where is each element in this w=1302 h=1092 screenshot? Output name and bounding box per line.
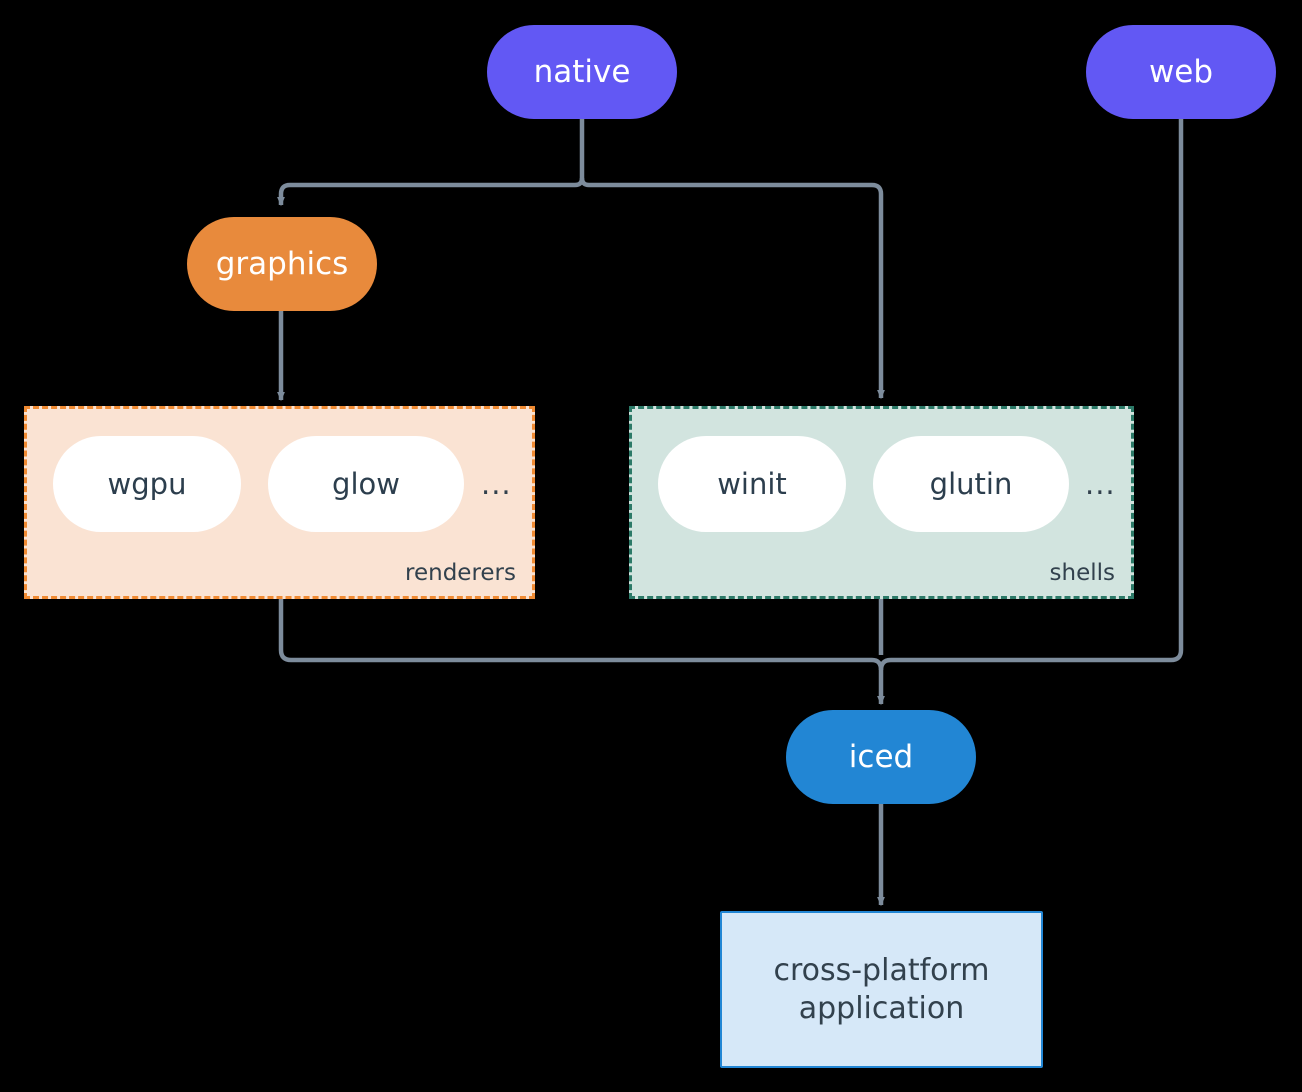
group-shells-item-winit[interactable]: winit bbox=[658, 436, 846, 532]
group-shells-item-winit-label: winit bbox=[717, 467, 787, 501]
node-iced-label: iced bbox=[848, 738, 914, 775]
node-web-label: web bbox=[1148, 53, 1214, 90]
node-native[interactable]: native bbox=[487, 25, 677, 119]
edge-renderers-to-iced bbox=[278, 599, 872, 663]
node-application-label-line2: application bbox=[798, 990, 965, 1026]
edge-bus-to-iced bbox=[871, 657, 885, 706]
group-renderers-item-glow[interactable]: glow bbox=[268, 436, 464, 532]
group-renderers-overflow-ellipsis: ... bbox=[481, 467, 512, 501]
group-renderers-item-glow-label: glow bbox=[332, 467, 400, 501]
edge-bus-to-iced-right bbox=[878, 657, 892, 671]
node-graphics-label: graphics bbox=[215, 245, 349, 282]
node-graphics[interactable]: graphics bbox=[187, 217, 377, 311]
node-application-label-line1: cross-platform bbox=[773, 953, 990, 988]
edge-native-to-graphics bbox=[277, 168, 585, 207]
group-renderers-item-wgpu[interactable]: wgpu bbox=[53, 436, 241, 532]
node-web[interactable]: web bbox=[1086, 25, 1276, 119]
edge-native-to-shells bbox=[579, 177, 885, 400]
group-shells-overflow-ellipsis: ... bbox=[1085, 467, 1116, 501]
group-renderers-item-wgpu-label: wgpu bbox=[107, 467, 187, 501]
group-shells[interactable]: winit glutin ... shells bbox=[629, 406, 1134, 599]
group-renderers[interactable]: wgpu glow ... renderers bbox=[24, 406, 535, 599]
node-native-label: native bbox=[533, 53, 631, 90]
group-renderers-label: renderers bbox=[405, 560, 516, 586]
node-iced[interactable]: iced bbox=[786, 710, 976, 804]
group-shells-item-glutin[interactable]: glutin bbox=[873, 436, 1069, 532]
node-cross-platform-application[interactable]: cross-platform application bbox=[720, 911, 1043, 1068]
group-shells-item-glutin-label: glutin bbox=[929, 467, 1013, 501]
group-shells-label: shells bbox=[1049, 560, 1115, 586]
